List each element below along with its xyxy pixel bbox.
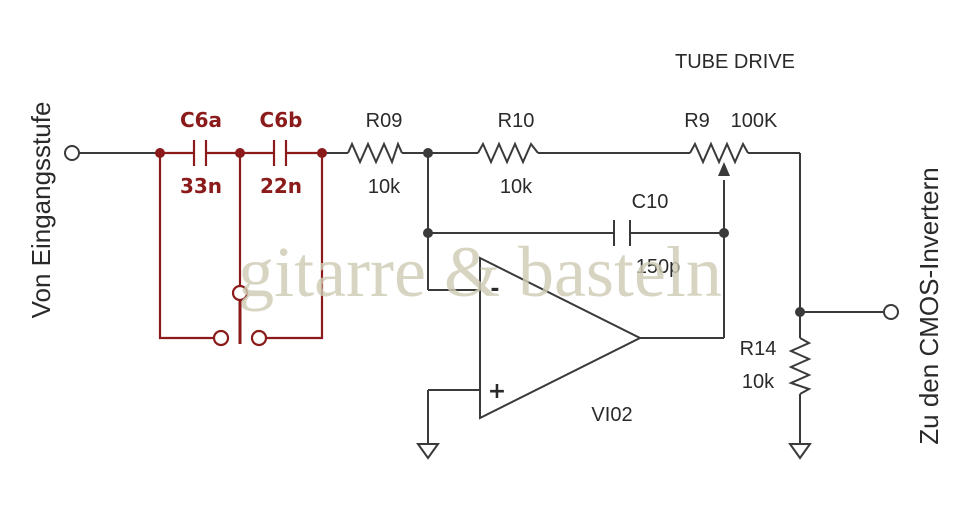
r14-value-label: 10k xyxy=(742,371,775,393)
resistor-r10 xyxy=(477,141,539,165)
opamp-triangle xyxy=(479,256,643,420)
input-terminal xyxy=(64,145,80,161)
r09-value-label: 10k xyxy=(368,176,401,198)
c6b-name-label: C6b xyxy=(260,108,303,132)
c6a-value-label: 33n xyxy=(180,174,222,198)
r09-name-label: R09 xyxy=(366,110,403,132)
wires xyxy=(79,152,884,444)
input-side-label: Von Eingangsstufe xyxy=(26,102,56,319)
ground-symbol-left xyxy=(416,443,440,460)
junction-dot xyxy=(423,228,433,238)
switch-wire-left xyxy=(158,153,214,340)
c6b-value-label: 22n xyxy=(260,174,302,198)
diagram-title: TUBE DRIVE xyxy=(675,51,795,73)
potentiometer-wiper-arrow xyxy=(718,162,730,176)
switch-contact-left xyxy=(212,329,230,347)
junction-dot xyxy=(423,148,433,158)
output-side-label: Zu den CMOS-Invertern xyxy=(914,167,944,444)
output-terminal xyxy=(883,304,899,320)
resistor-r09 xyxy=(347,141,403,165)
c6a-name-label: C6a xyxy=(180,108,222,132)
resistor-r14 xyxy=(788,337,812,395)
r9-value-label: 100K xyxy=(731,110,778,132)
r10-value-label: 10k xyxy=(500,176,533,198)
junction-dot xyxy=(235,148,245,158)
opamp-name-label: VI02 xyxy=(591,404,632,426)
r9-name-label: R9 xyxy=(684,110,710,132)
inverting-input-sign: - xyxy=(490,277,499,302)
r10-name-label: R10 xyxy=(498,110,535,132)
switch-contact-right xyxy=(250,329,268,347)
r14-name-label: R14 xyxy=(740,338,777,360)
ground-symbol-right xyxy=(788,443,812,460)
c10-value-label: 150p xyxy=(636,256,681,278)
capacitor-switch-section xyxy=(155,140,327,347)
junction-dot xyxy=(719,228,729,238)
c10-name-label: C10 xyxy=(632,191,669,213)
switch-common-contact xyxy=(231,284,249,302)
junction-dot xyxy=(795,307,805,317)
junction-dot xyxy=(155,148,165,158)
switch-wire-right xyxy=(266,153,324,340)
junction-dot xyxy=(317,148,327,158)
watermark-text: gitarre & basteln xyxy=(238,232,722,312)
noninverting-input-sign: + xyxy=(488,379,506,404)
potentiometer-r9 xyxy=(689,141,749,165)
